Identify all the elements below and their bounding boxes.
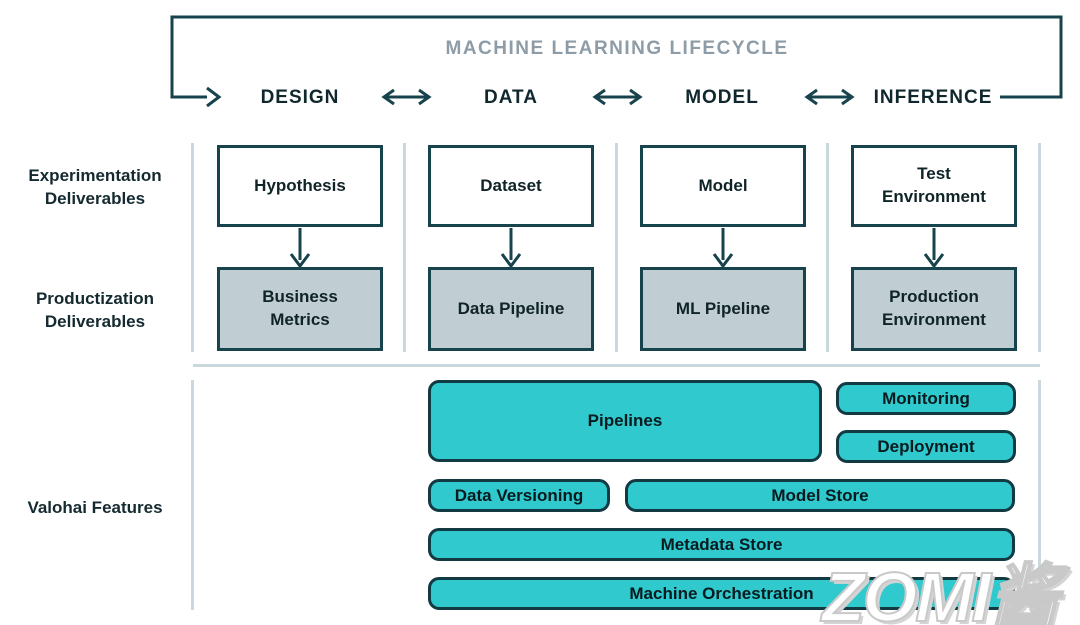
column-divider xyxy=(1038,143,1041,352)
box-business-metrics: Business Metrics xyxy=(217,267,383,351)
feature-data-versioning: Data Versioning xyxy=(428,479,610,512)
down-arrow-icon xyxy=(500,228,522,269)
down-arrow-icon xyxy=(923,228,945,269)
box-data-pipeline: Data Pipeline xyxy=(428,267,594,351)
box-dataset: Dataset xyxy=(428,145,594,227)
row-label-productization: Productization Deliverables xyxy=(35,289,155,331)
stage-inference: INFERENCE xyxy=(873,87,993,108)
bidirectional-arrow-left-head-icon xyxy=(804,88,818,106)
watermark: ZOMI酱 xyxy=(821,557,1060,625)
row-label-valohai-features: Valohai Features xyxy=(27,498,163,517)
section-divider xyxy=(193,364,1040,367)
stage-data: DATA xyxy=(484,87,538,108)
feature-deployment: Deployment xyxy=(836,430,1016,463)
box-production-environment: Production Environment xyxy=(851,267,1017,351)
stage-model: MODEL xyxy=(685,87,759,108)
bidirectional-arrow-left-head-icon xyxy=(381,88,395,106)
box-ml-pipeline: ML Pipeline xyxy=(640,267,806,351)
box-test-environment: Test Environment xyxy=(851,145,1017,227)
column-divider xyxy=(191,143,194,352)
column-divider xyxy=(826,143,829,352)
features-right-divider xyxy=(1038,380,1041,610)
down-arrow-icon xyxy=(712,228,734,269)
down-arrow-icon xyxy=(289,228,311,269)
stage-design: DESIGN xyxy=(260,87,340,108)
feature-machine-orchestration: Machine Orchestration xyxy=(428,577,1015,610)
feature-monitoring: Monitoring xyxy=(836,382,1016,415)
feature-metadata-store: Metadata Store xyxy=(428,528,1015,561)
bidirectional-arrow-left-head-icon xyxy=(592,88,606,106)
features-left-divider xyxy=(191,380,194,610)
diagram-title: MACHINE LEARNING LIFECYCLE xyxy=(445,38,789,59)
column-divider xyxy=(403,143,406,352)
box-model: Model xyxy=(640,145,806,227)
column-divider xyxy=(615,143,618,352)
feature-model-store: Model Store xyxy=(625,479,1015,512)
row-label-experimentation: Experimentation Deliverables xyxy=(28,166,162,208)
feature-pipelines: Pipelines xyxy=(428,380,822,462)
box-hypothesis: Hypothesis xyxy=(217,145,383,227)
